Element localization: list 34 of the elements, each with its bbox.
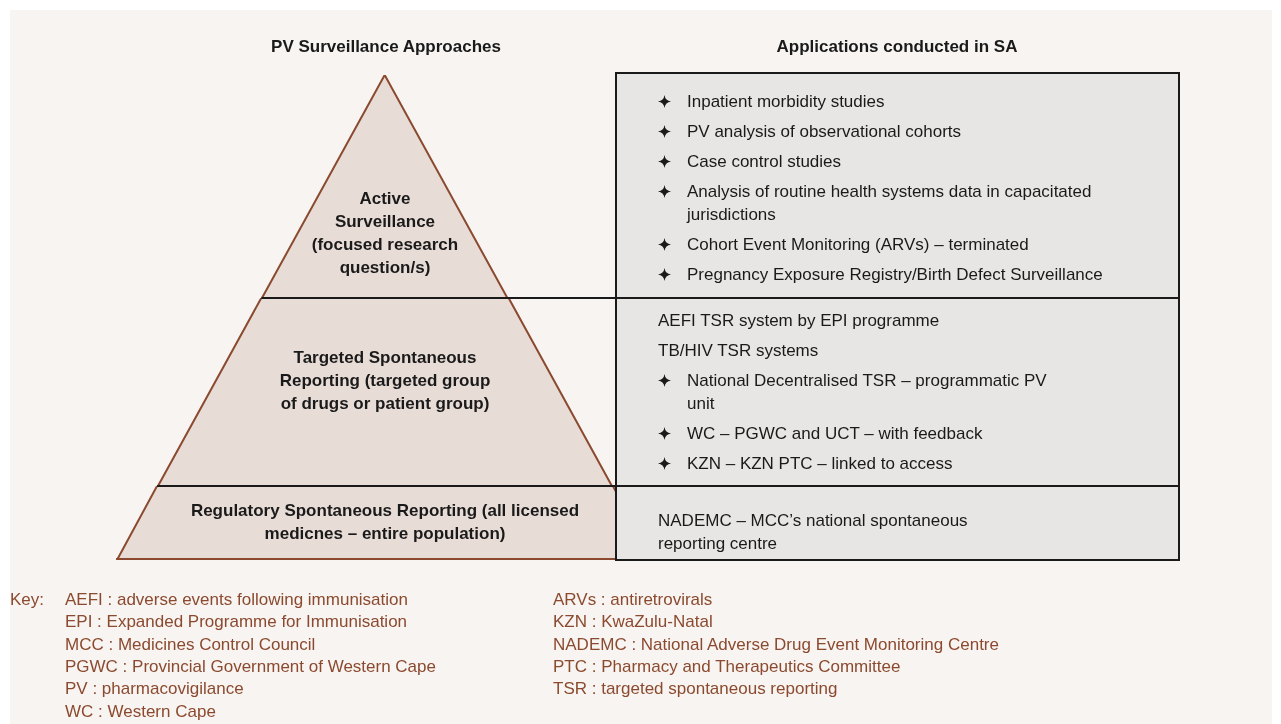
tier-label: Active Surveillance (focused research question/s) [310,188,460,279]
table-cell [615,72,1180,299]
list-item-text: AEFI TSR system by EPI programme [658,310,941,332]
list-item-text: National Decentralised TSR – programmatic PV unit [687,370,1048,415]
table-cell [615,485,1180,561]
list-item-text: TB/HIV TSR systems [658,340,820,362]
key-entry: TSR : targeted spontaneous reporting [553,678,838,701]
list-item-text: Inpatient morbidity studies [687,91,886,113]
key-entry: AEFI : adverse events following immunisation [65,589,408,611]
list-item-text: Pregnancy Exposure Registry/Birth Defect Surveillance [687,264,1104,286]
key-entry: MCC : Medicines Control Council [65,633,316,656]
column-heading: PV Surveillance Approaches [271,37,501,57]
list-item-text: Analysis of routine health systems data in capacitated jurisdictions [687,181,1093,226]
list-item-text: Case control studies [687,151,843,173]
key-entry: PGWC : Provincial Government of Western Cape [65,655,436,678]
column-heading: Applications conducted in SA [776,37,1018,57]
list-item-text: WC – PGWC and UCT – with feedback [687,423,984,445]
key-entry: PV : pharmacovigilance [65,678,244,701]
key-entry: NADEMC : National Adverse Drug Event Monitoring Centre [553,633,999,656]
pyramid-tier [261,75,509,298]
key-heading: Key: [10,589,45,611]
tier-label: Regulatory Spontaneous Reporting (all licensed medicnes – entire population) [189,500,581,545]
key-entry: KZN : KwaZulu-Natal [553,611,713,634]
tier-label: Targeted Spontaneous Reporting (targeted group of drugs or patient group) [278,347,492,415]
list-item-text: KZN – KZN PTC – linked to access [687,453,954,475]
key-entry: PTC : Pharmacy and Therapeutics Committee [553,655,901,678]
list-item-text: PV analysis of observational cohorts [687,121,963,143]
list-item-text: Cohort Event Monitoring (ARVs) – terminated [687,234,1030,256]
key-entry: EPI : Expanded Programme for Immunisation [65,611,408,634]
key-entry: ARVs : antiretrovirals [553,589,713,611]
pyramid-tier [116,486,615,560]
table-cell [615,297,1180,487]
key-entry: WC : Western Cape [65,700,216,723]
list-item-text: NADEMC – MCC’s national spontaneous reporting centre [658,510,969,555]
